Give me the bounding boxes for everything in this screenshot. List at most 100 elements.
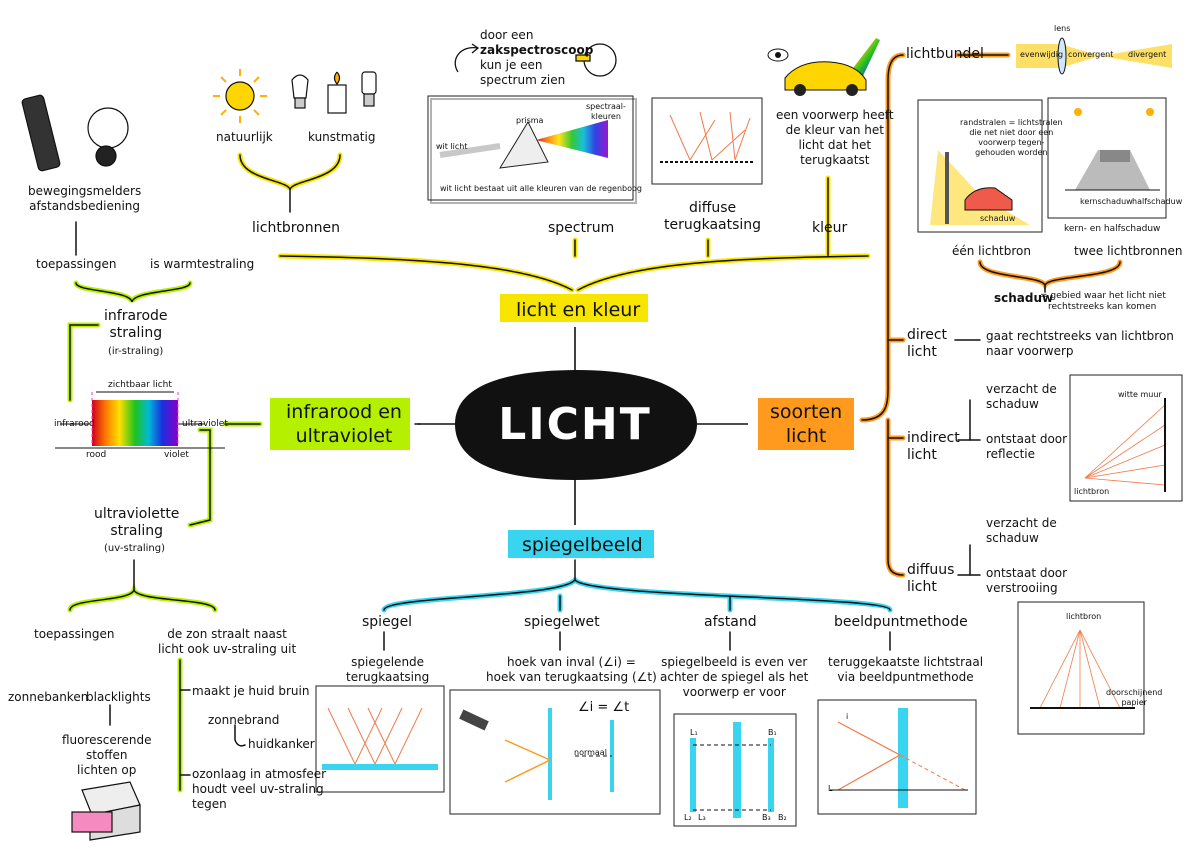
text-reflectie-line2: reflectie — [986, 447, 1036, 461]
text-schaduw-def-line2: rechtstreeks kan komen — [1048, 302, 1157, 312]
text-rand-line4: gehouden worden — [975, 148, 1048, 157]
prism-caption: wit licht bestaat uit alle kleuren van d… — [440, 184, 642, 193]
text-devices-line2: afstandsbediening — [29, 199, 141, 213]
text-verzacht2-line2: schaduw — [986, 531, 1039, 545]
label-blacklights: blacklights — [86, 690, 151, 704]
text-afstand-line2: achter de spiegel als het — [660, 670, 809, 684]
yellow-connectors — [237, 152, 871, 293]
text-spiegel: spiegelende terugkaatsing — [346, 655, 429, 685]
label-spectrum: spectrum — [548, 220, 615, 236]
label-kunstmatig: kunstmatig — [308, 130, 376, 144]
text-ozon-line1: ozonlaag in atmosfeer — [192, 767, 327, 781]
text-zak-line1: door een — [480, 28, 534, 42]
label-diffuus-licht: diffuus licht — [907, 562, 954, 596]
text-zon-line1: de zon straalt naast — [167, 627, 287, 641]
tag-licht-en-kleur-bg — [500, 294, 648, 322]
text-verstrooiing-line1: ontstaat door — [986, 566, 1068, 580]
label-l1: L₁ — [690, 728, 698, 737]
label-l2: L₂ — [684, 813, 692, 822]
label-spiegel: spiegel — [362, 614, 413, 630]
text-devices: bewegingsmelders afstandsbediening — [28, 184, 141, 214]
text-kleur-line1: een voorwerp heeft — [776, 108, 894, 122]
text-verzacht1-line1: verzacht de — [986, 382, 1057, 396]
text-schaduw-def: = gebied waar het licht niet rechtstreek… — [1040, 291, 1166, 313]
branch-soorten-licht[interactable]: soorten licht — [760, 398, 852, 450]
label-lichtbundel: lichtbundel — [906, 46, 984, 62]
label-zichtbaar-licht: zichtbaar licht — [108, 380, 172, 390]
label-convergent: convergent — [1068, 50, 1114, 59]
diffuse-light-card — [1017, 601, 1145, 735]
label-diffuse-line2: terugkaatsing — [664, 217, 762, 233]
spectrum-strip — [55, 391, 225, 449]
branch-infrarood-line2: ultraviolet — [295, 425, 393, 447]
label-direct-licht: direct licht — [907, 327, 947, 361]
label-lichtbron-1: lichtbron — [1074, 487, 1110, 496]
text-afstand-line1: spiegelbeeld is even ver — [661, 655, 808, 669]
text-afstand: spiegelbeeld is even ver achter de spieg… — [660, 655, 808, 700]
label-spectraal-line2: kleuren — [590, 112, 621, 121]
text-schaduw-def-line1: = gebied waar het licht niet — [1040, 291, 1166, 301]
label-indirect-line2: licht — [907, 447, 937, 463]
label-i: i — [846, 712, 849, 721]
spectroscope-icon — [454, 43, 617, 77]
cyan-connectors — [381, 559, 893, 651]
text-zak-line4: spectrum zien — [480, 73, 566, 87]
text-huidkanker: huidkanker — [248, 737, 315, 751]
label-lichtbronnen: lichtbronnen — [252, 220, 340, 236]
label-b2: B₂ — [778, 813, 787, 822]
label-warmtestraling: is warmtestraling — [150, 257, 255, 271]
text-kleur-line3: licht dat het — [798, 138, 872, 152]
text-reflectie: ontstaat door reflectie — [986, 432, 1067, 462]
image-point-card — [817, 699, 977, 815]
title-infrarode-straling: infrarode straling — [104, 308, 168, 342]
label-direct-line2: licht — [907, 344, 937, 360]
text-zon: de zon straalt naast licht ook uv-strali… — [158, 627, 296, 657]
label-diffuus-line1: diffuus — [907, 562, 955, 578]
text-kleur-uitleg: een voorwerp heeft de kleur van het lich… — [776, 108, 894, 168]
label-indirect-line1: indirect — [907, 430, 960, 446]
text-fluor-line1: fluorescerende — [62, 733, 152, 747]
label-twee-lichtbronnen: twee lichtbronnen — [1074, 244, 1183, 258]
text-verzacht1-line2: schaduw — [986, 397, 1039, 411]
text-beeldpunt-line1: teruggekaatste lichtstraal — [828, 655, 984, 669]
label-prisma: prisma — [516, 116, 544, 125]
diffuse-card — [651, 97, 763, 185]
label-evenwijdig: evenwijdig — [1020, 50, 1064, 59]
label-kern-halfschaduw: kern- en halfschaduw — [1064, 224, 1161, 234]
branch-infrarood[interactable]: infrarood en ultraviolet — [276, 398, 412, 450]
label-diffuus-line2: licht — [907, 579, 937, 595]
text-spiegelwet-line1: hoek van inval (∠i) = — [506, 655, 636, 669]
shadow-two-sources-card — [1047, 97, 1167, 219]
center-blob — [455, 370, 697, 480]
branch-licht-en-kleur[interactable]: licht en kleur — [516, 299, 641, 321]
text-verzacht-2: verzacht de schaduw — [986, 516, 1057, 546]
label-L: L — [828, 784, 833, 793]
branch-spiegelbeeld[interactable]: spiegelbeeld — [522, 534, 643, 556]
label-divergent: divergent — [1128, 50, 1167, 59]
text-direct: gaat rechtstreeks van lichtbron naar voo… — [986, 329, 1174, 359]
lens-diagram — [1016, 37, 1172, 75]
label-uv-straling: (uv-straling) — [104, 543, 166, 554]
text-verzacht2-line1: verzacht de — [986, 516, 1057, 530]
prism-card — [427, 95, 637, 204]
label-normaal: normaal — [574, 748, 607, 757]
label-ultraviolet: ultraviolet — [182, 419, 228, 429]
label-doorschijnend-line2: papier — [1121, 698, 1147, 707]
label-infrarood: infrarood — [54, 419, 95, 429]
text-fluor-line2: stoffen — [85, 748, 128, 762]
label-spectraal-line1: spectraal- — [586, 102, 626, 111]
text-rand-line3: voorwerp tegen- — [978, 138, 1045, 147]
text-direct-line2: naar voorwerp — [986, 344, 1074, 358]
text-fluorescerend: fluorescerende stoffen lichten op — [62, 733, 151, 778]
label-schaduw-small: schaduw — [980, 214, 1016, 223]
label-zonnebanken: zonnebanken — [8, 690, 89, 704]
label-b3: B₃ — [762, 813, 771, 822]
text-ozonlaag: ozonlaag in atmosfeer houdt veel uv-stra… — [192, 767, 326, 812]
text-fluor-line3: lichten op — [77, 763, 137, 777]
label-diffuse-line1: diffuse — [688, 200, 737, 216]
label-rood: rood — [86, 450, 107, 460]
label-doorschijnend-line1: doorschijnend — [1106, 688, 1163, 697]
text-kleur-line2: de kleur van het — [785, 123, 884, 137]
label-lichtbron-2: lichtbron — [1066, 612, 1102, 621]
